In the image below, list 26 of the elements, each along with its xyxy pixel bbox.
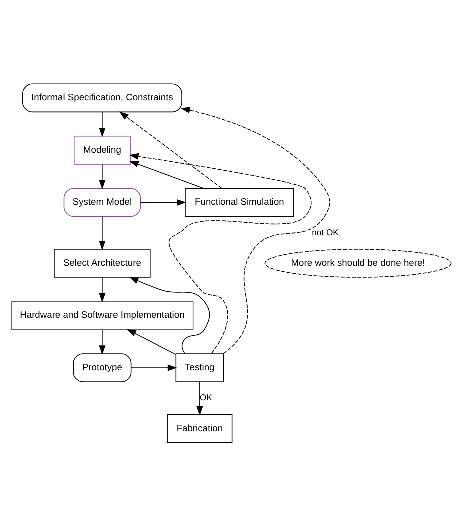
arrow (196, 381, 204, 416)
node-box: Hardware and Software Implementation (11, 300, 194, 330)
arrow (129, 152, 312, 354)
arrow (99, 328, 106, 354)
node-box: Functional Simulation (185, 188, 294, 217)
arrow (99, 164, 106, 190)
arrow (140, 198, 186, 206)
arrow (99, 276, 106, 302)
arrow (99, 216, 106, 250)
arrow (131, 364, 178, 371)
arrow (99, 111, 106, 137)
node-box: Testing (176, 353, 224, 382)
node-box: System Model (64, 188, 142, 217)
node-box: Select Architecture (54, 248, 151, 278)
node-box: Fabrication (167, 414, 233, 443)
node-box: Informal Specification, Constraints (22, 83, 182, 112)
arrow (127, 328, 176, 355)
node-ellipse: More work should be done here! (264, 248, 452, 278)
node-box: Modeling (74, 135, 131, 164)
node-box: Prototype (73, 353, 132, 382)
arrow (180, 106, 330, 354)
arrow (129, 160, 204, 188)
edge-label: not OK (312, 226, 339, 237)
arrow (129, 276, 210, 354)
arrow (119, 111, 222, 188)
edge-label: OK (200, 392, 212, 402)
